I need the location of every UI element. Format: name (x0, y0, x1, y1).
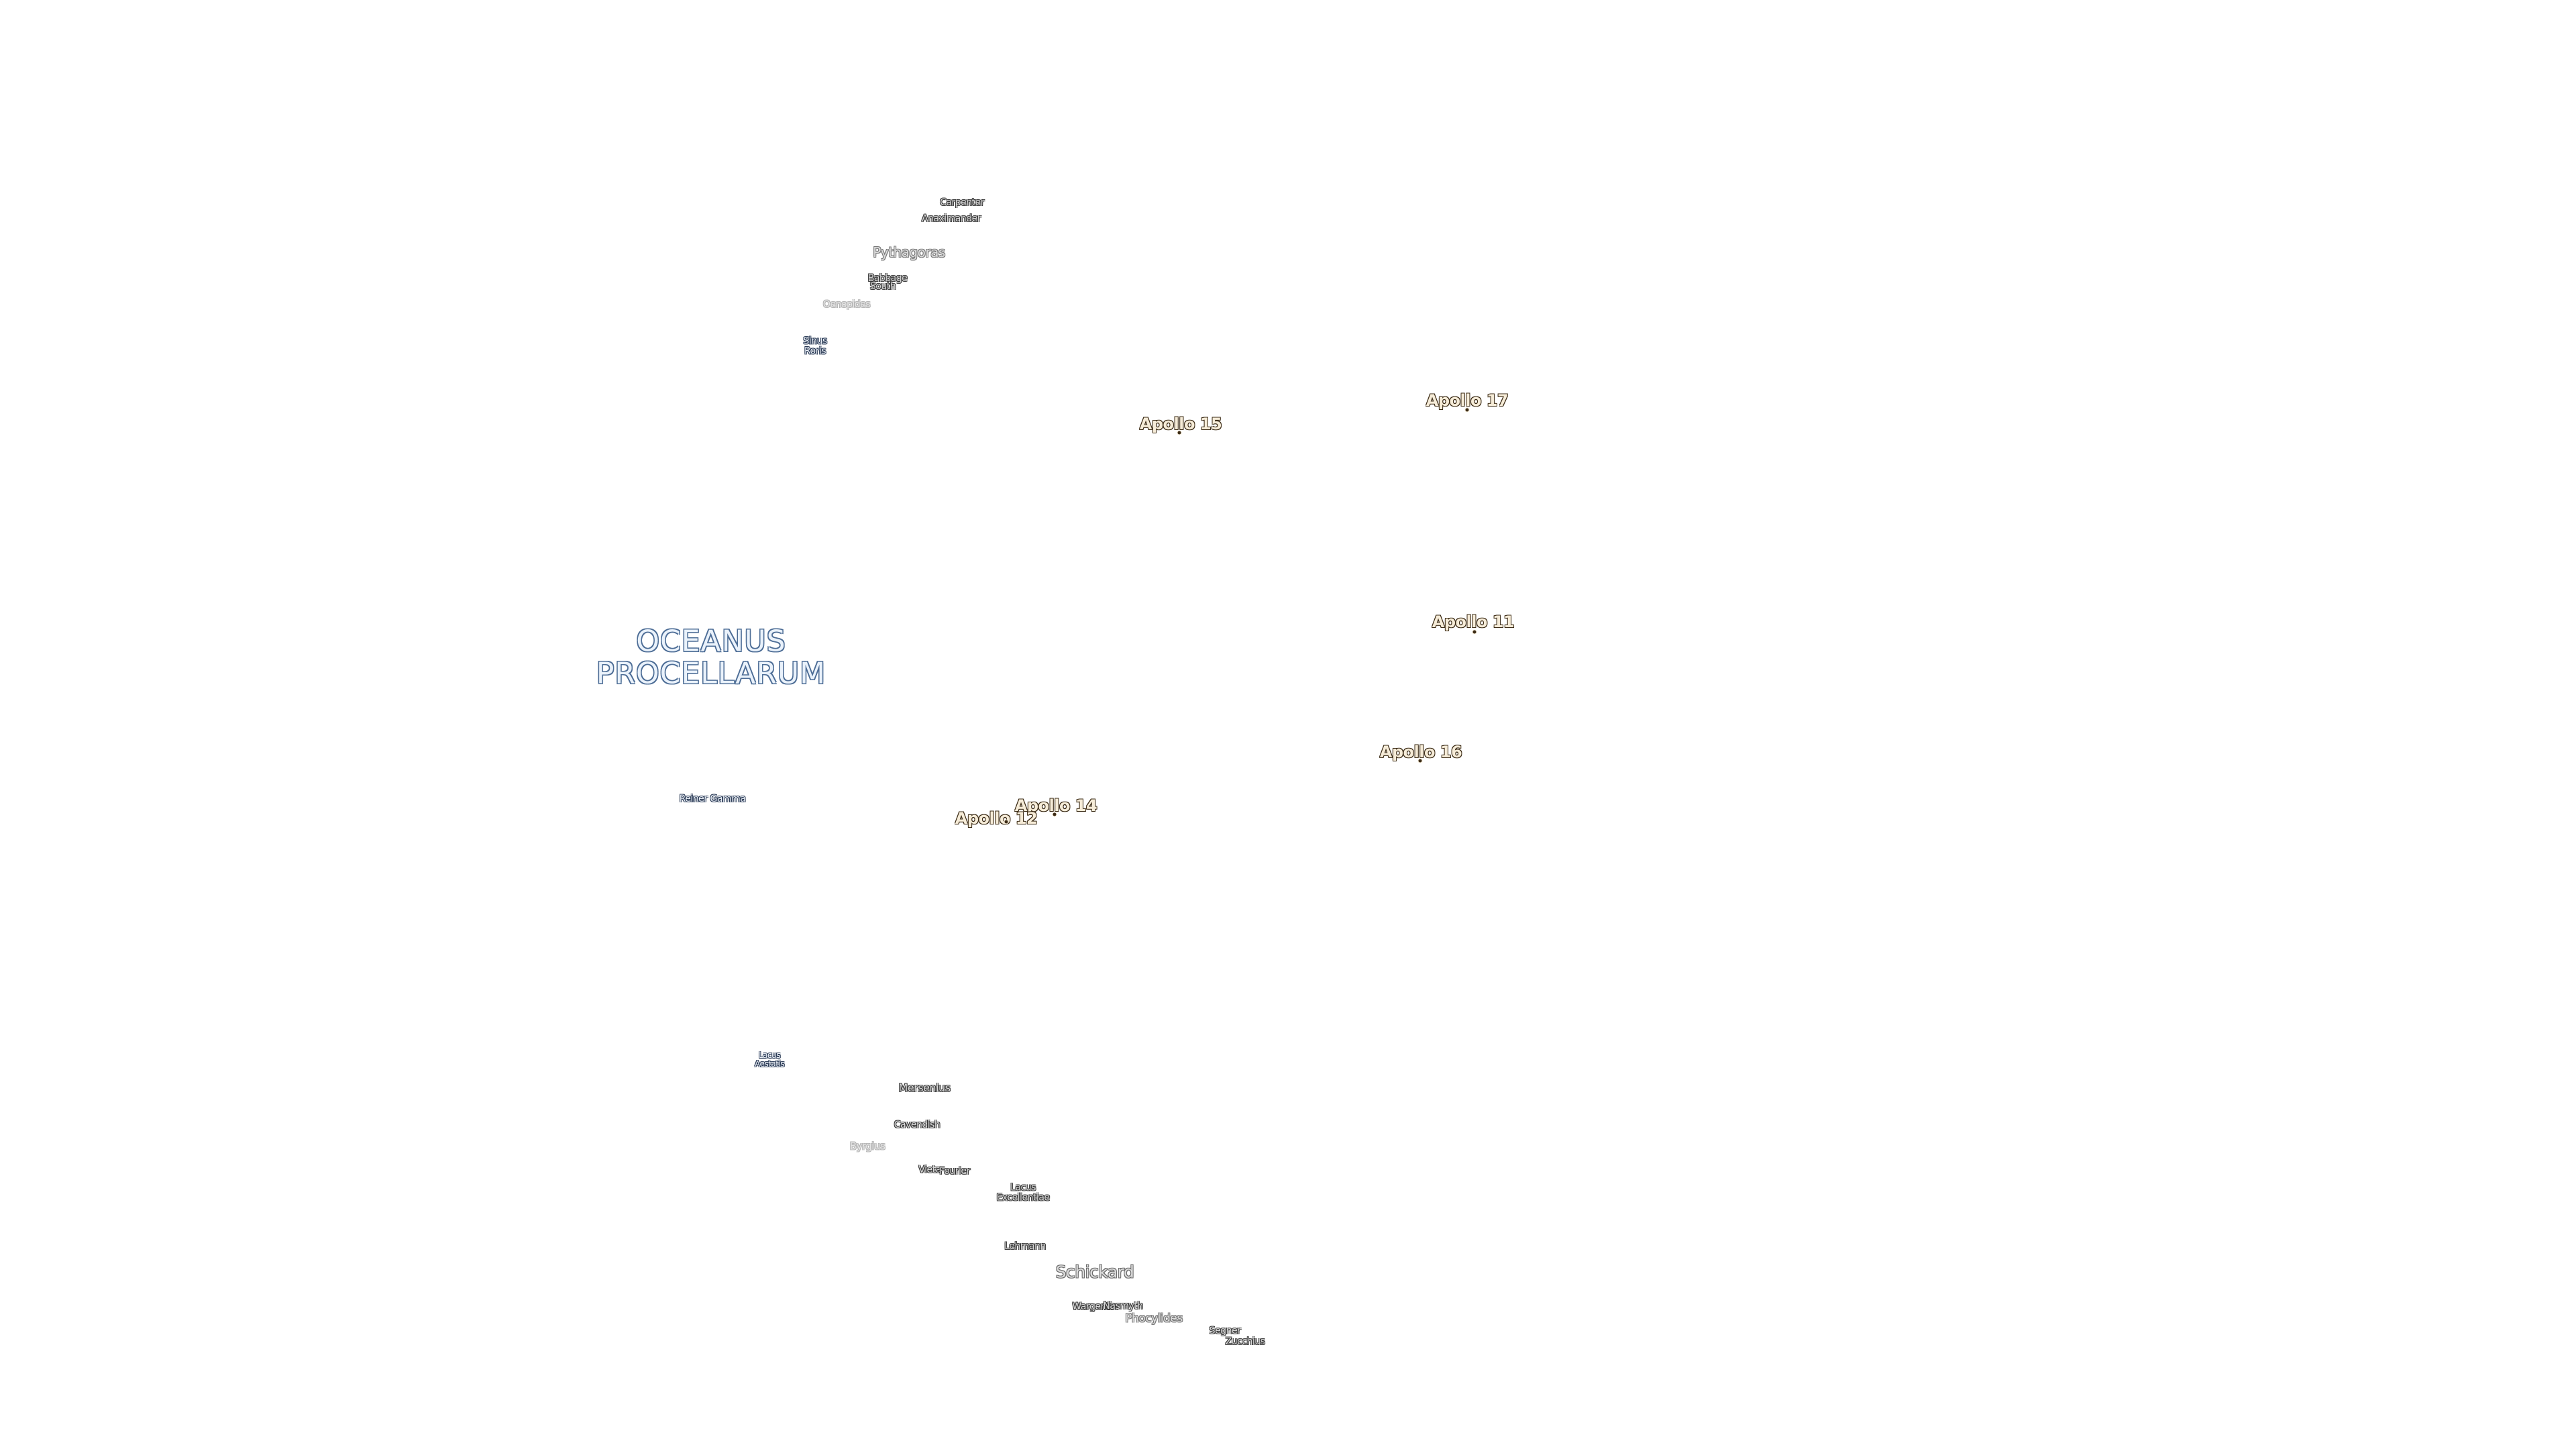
lacus-label-line: Lacus (1010, 1182, 1036, 1193)
lacus-label-line: Lacus (758, 1050, 780, 1060)
crater-label-schickard[interactable]: Schickard (1055, 1262, 1134, 1282)
apollo-14-site-marker[interactable] (1052, 812, 1057, 817)
crater-label-fourier[interactable]: Fourier (939, 1166, 970, 1177)
crater-label-pythagoras[interactable]: Pythagoras (873, 244, 945, 260)
crater-label-babbage[interactable]: Babbage (867, 273, 908, 284)
apollo-11-label[interactable]: Apollo 11 (1432, 612, 1515, 631)
feature-label-reiner-gamma[interactable]: Reiner Gamma (679, 794, 746, 804)
apollo-15-label[interactable]: Apollo 15 (1139, 415, 1222, 433)
apollo-17-site-marker[interactable] (1464, 407, 1470, 413)
crater-label-vieta[interactable]: Vieta (918, 1165, 941, 1175)
crater-label-phocylides[interactable]: Phocylides (1125, 1311, 1183, 1326)
crater-label-lehmann[interactable]: Lehmann (1004, 1241, 1046, 1252)
apollo-17-label[interactable]: Apollo 17 (1426, 391, 1509, 410)
apollo-12-label[interactable]: Apollo 12 (955, 809, 1038, 828)
crater-label-byrgius[interactable]: Byrgius (849, 1140, 885, 1152)
crater-label-cavendish[interactable]: Cavendish (894, 1120, 941, 1130)
apollo-16-site-marker[interactable] (1417, 758, 1423, 763)
apollo-14-label[interactable]: Apollo 14 (1014, 796, 1097, 815)
crater-label-nasmyth[interactable]: Nasmyth (1103, 1301, 1143, 1311)
crater-label-south[interactable]: South (869, 281, 896, 292)
lacus-label-aestatis[interactable]: Lacus Aestatis (755, 1051, 784, 1069)
sinus-label-line: Roris (804, 346, 826, 357)
apollo-16-label[interactable]: Apollo 16 (1379, 743, 1462, 761)
sinus-label-line: Sinus (803, 335, 827, 347)
apollo-15-site-marker[interactable] (1177, 430, 1182, 435)
apollo-11-site-marker[interactable] (1472, 629, 1477, 635)
crater-label-mersenius[interactable]: Mersenius (898, 1081, 951, 1094)
crater-label-oenopides[interactable]: Oenopides (822, 299, 871, 310)
crater-label-carpenter[interactable]: Carpenter (940, 197, 984, 208)
crater-label-zucchius[interactable]: Zucchius (1225, 1336, 1265, 1347)
lacus-label-line: Excellentiae (996, 1193, 1050, 1203)
mare-label-oceanus-procellarum: OCEANUS PROCELLARUM (596, 624, 826, 691)
crater-label-segner[interactable]: Segner (1209, 1326, 1241, 1336)
crater-label-anaximander[interactable]: Anaximander (921, 213, 981, 224)
mare-label-line: PROCELLARUM (596, 657, 826, 691)
mare-label-line: OCEANUS (636, 624, 786, 659)
lacus-label-excellentiae[interactable]: Lacus Excellentiae (996, 1182, 1050, 1204)
crater-label-wargentin[interactable]: Wargentin (1072, 1301, 1118, 1312)
apollo-12-site-marker[interactable] (1004, 819, 1009, 824)
sinus-label-roris[interactable]: Sinus Roris (803, 335, 827, 358)
lacus-label-line: Aestatis (755, 1059, 784, 1069)
